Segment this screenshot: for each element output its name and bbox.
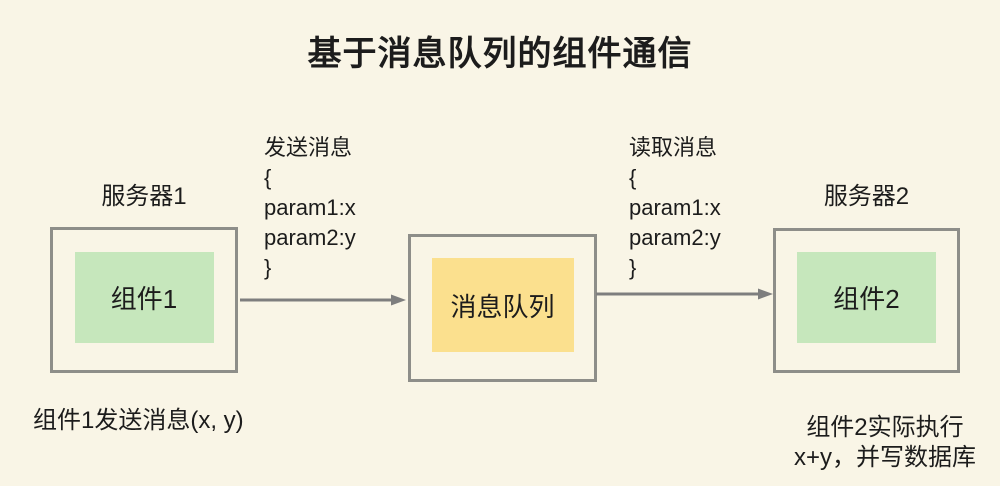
send-payload-line: param1:x — [264, 195, 356, 220]
caption-component2-line2: x+y，并写数据库 — [793, 444, 976, 471]
read-message-title: 读取消息 — [629, 135, 718, 160]
server1-box: 组件1 — [50, 227, 238, 373]
send-payload-line: { — [264, 165, 272, 190]
component1-box: 组件1 — [74, 251, 214, 343]
component1-label: 组件1 — [110, 283, 178, 314]
send-payload-line: param2:y — [264, 225, 356, 250]
message-queue-label: 消息队列 — [450, 291, 555, 322]
server1-label: 服务器1 — [101, 183, 187, 210]
send-message-title: 发送消息 — [264, 135, 353, 160]
send-message-annotation: 发送消息 { param1:x param2:y } — [264, 133, 356, 283]
message-queue-inner-box: 消息队列 — [431, 258, 574, 352]
read-payload-line: param2:y — [629, 225, 721, 250]
send-payload-line: } — [264, 255, 272, 280]
caption-component2: 组件2实际执行 x+y，并写数据库 — [779, 413, 991, 473]
read-payload-line: { — [629, 165, 637, 190]
caption-component1: 组件1发送消息(x, y) — [33, 407, 244, 434]
read-message-annotation: 读取消息 { param1:x param2:y } — [629, 133, 721, 283]
component2-label: 组件2 — [833, 284, 900, 314]
server2-box: 组件2 — [773, 228, 960, 373]
server2-label: 服务器2 — [823, 183, 910, 210]
diagram-title: 基于消息队列的组件通信 — [307, 35, 693, 73]
read-payload-line: } — [629, 255, 637, 280]
component2-box: 组件2 — [797, 252, 936, 343]
arrow-read-icon — [596, 288, 773, 300]
read-payload-line: param1:x — [629, 195, 721, 220]
arrow-send-icon — [240, 294, 406, 306]
message-queue-box: 消息队列 — [408, 234, 597, 382]
caption-component2-line1: 组件2实际执行 — [806, 414, 964, 441]
